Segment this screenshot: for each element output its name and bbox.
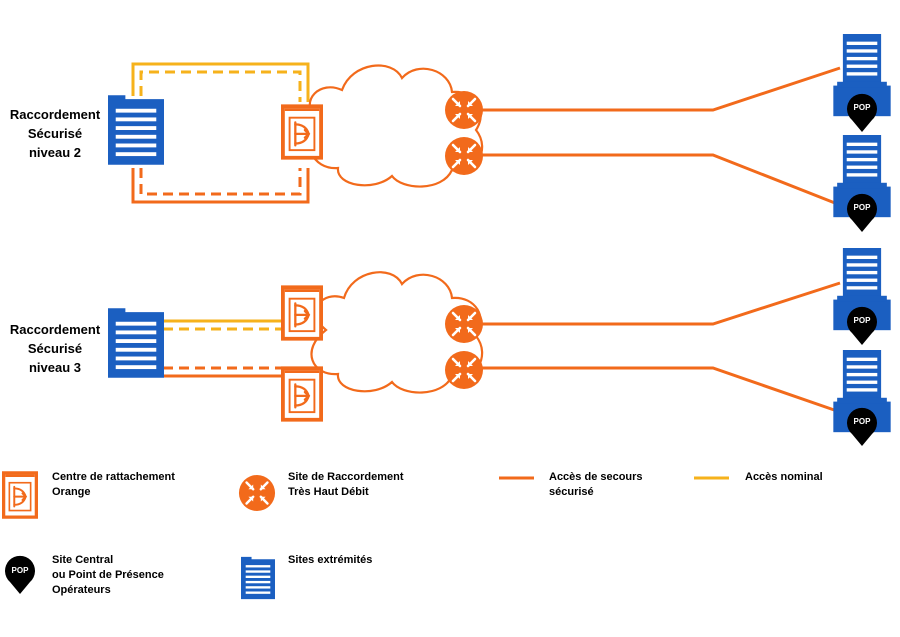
pop-badge: POP [12, 566, 30, 575]
row-label-line: Sécurisé [27, 341, 83, 356]
legend-line: Centre de rattachement [52, 471, 175, 483]
pop-sites: POP POP POP POP [833, 34, 891, 446]
legend-line: sécurisé [549, 486, 594, 498]
pop-site: POP [833, 135, 891, 232]
network-cloud [307, 64, 484, 188]
pop-pin-icon [847, 407, 877, 446]
row-label-line: Raccordement [9, 107, 101, 122]
row-label-niveau-2: Raccordement Sécurisé niveau 2 [0, 105, 110, 162]
legend-line: Site de Raccordement [288, 471, 404, 483]
legend-line: Très Haut Débit [288, 486, 369, 498]
legend-line: ou Point de Présence [52, 569, 164, 581]
legend-line: Sites extrémités [288, 554, 373, 566]
pop-site: POP [833, 34, 891, 132]
backup-access-line [163, 366, 282, 378]
legend-acces-nominal: Accès nominal [745, 470, 823, 485]
legend-line: Site Central [52, 554, 114, 566]
legend-acces-secours: Accès de secours sécurisé [549, 470, 643, 500]
nominal-access-line [163, 319, 282, 331]
row-niveau-2 [108, 62, 841, 207]
pop-badge: POP [854, 203, 872, 212]
site-raccordement-icon [444, 350, 484, 390]
row-label-line: niveau 3 [28, 360, 82, 375]
legend-line: Orange [52, 486, 91, 498]
pop-badge: POP [854, 417, 872, 426]
site-extremite-icon [108, 95, 164, 165]
legend-line: Opérateurs [52, 584, 111, 596]
site-raccordement-icon [238, 474, 276, 512]
backup-access-line [131, 168, 310, 204]
row-label-line: Raccordement [9, 322, 101, 337]
centre-rattachement-icon [281, 103, 323, 161]
centre-rattachement-icon [281, 365, 323, 423]
row-label-niveau-3: Raccordement Sécurisé niveau 3 [0, 320, 110, 377]
centre-rattachement-icon [281, 284, 323, 342]
pop-pin-icon [847, 93, 877, 132]
pop-pin-icon [847, 306, 877, 345]
backbone-lines [480, 281, 841, 414]
site-raccordement-icon [444, 304, 484, 344]
pop-site: POP [833, 350, 891, 446]
row-niveau-3 [108, 271, 841, 423]
centre-rattachement-icon [2, 471, 38, 519]
nominal-access-line [131, 62, 310, 102]
legend-site-raccordement: Site de Raccordement Très Haut Débit [288, 470, 404, 500]
pop-badge: POP [854, 103, 872, 112]
site-raccordement-icon [444, 90, 484, 130]
pop-site: POP [833, 248, 891, 345]
pop-badge: POP [854, 316, 872, 325]
legend-icons: POP [2, 471, 729, 600]
legend-line: Accès nominal [745, 471, 823, 483]
building-icon [241, 556, 275, 600]
site-extremite-icon [108, 308, 164, 378]
legend-centre-rattachement: Centre de rattachement Orange [52, 470, 175, 500]
legend-sites-extremites: Sites extrémités [288, 553, 372, 568]
site-raccordement-icon [444, 136, 484, 176]
legend-line: Accès de secours [549, 471, 643, 483]
backbone-lines [480, 66, 841, 207]
row-label-line: Sécurisé [27, 126, 83, 141]
row-label-line: niveau 2 [28, 145, 82, 160]
legend-site-central: Site Central ou Point de Présence Opérat… [52, 553, 164, 598]
pop-pin-icon [847, 193, 877, 232]
